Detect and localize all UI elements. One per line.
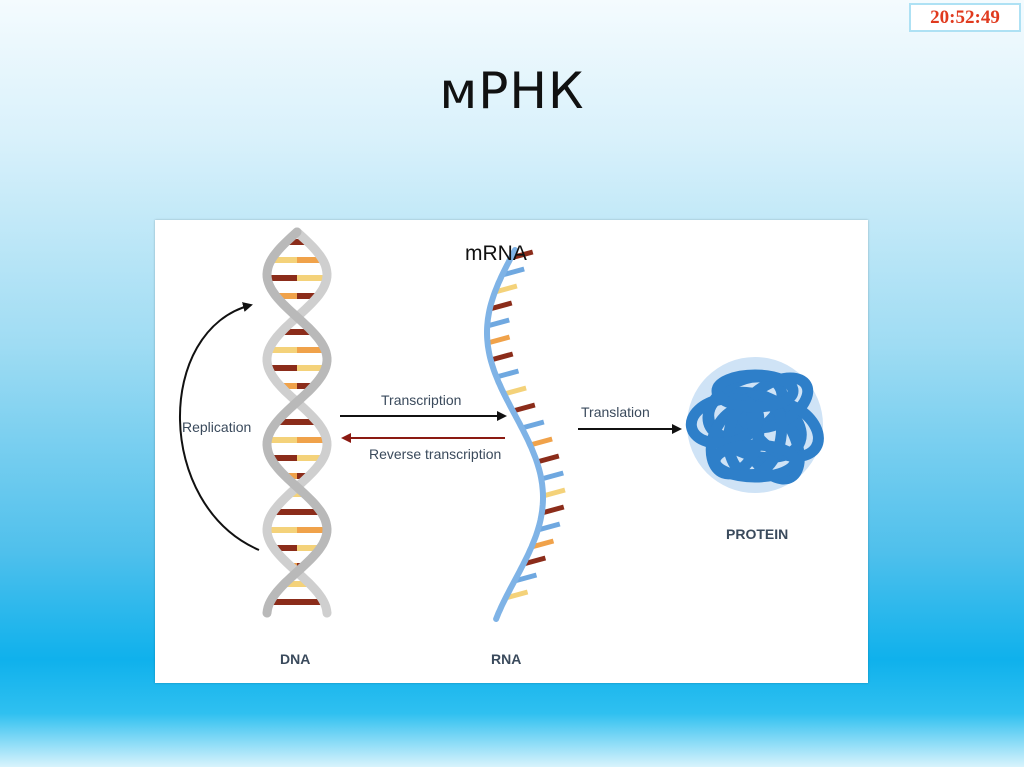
reverse-transcription-label: Reverse transcription [369, 446, 501, 462]
rna-base [489, 300, 513, 312]
rna-base [503, 385, 527, 397]
rna-single-strand [484, 247, 566, 622]
replication-arrow [179, 302, 260, 551]
protein-label: PROTEIN [726, 526, 788, 542]
transcription-label: Transcription [381, 392, 461, 408]
rna-base [490, 351, 514, 363]
protein-coil [711, 369, 799, 413]
rna-strand [484, 247, 546, 622]
rna-base [542, 487, 566, 499]
rna-base [486, 334, 511, 346]
dna-double-helix [262, 227, 332, 618]
rna-base [537, 521, 561, 533]
dna-strand [262, 227, 332, 618]
translation-label: Translation [581, 404, 650, 420]
central-dogma-figure: mRNA Replication Transcription Reverse t… [155, 220, 868, 683]
rna-base [541, 504, 565, 516]
rna-base [521, 419, 545, 431]
central-dogma-diagram: mRNA Replication Transcription Reverse t… [179, 227, 824, 667]
dna-label: DNA [280, 651, 310, 667]
rna-base [529, 436, 553, 448]
dna-strand [262, 227, 332, 618]
clock-display: 20:52:49 [909, 3, 1021, 32]
rna-base [486, 317, 510, 329]
protein-coil [709, 439, 801, 483]
rna-base [512, 402, 536, 414]
rna-base [536, 453, 560, 465]
rna-base [495, 368, 520, 380]
protein-structure [685, 357, 824, 493]
mrna-label: mRNA [465, 242, 527, 265]
rna-base [494, 283, 518, 295]
rna-base [540, 470, 564, 482]
rna-label: RNA [491, 651, 521, 667]
replication-label: Replication [182, 419, 251, 435]
slide-title: мРНК [439, 62, 585, 120]
